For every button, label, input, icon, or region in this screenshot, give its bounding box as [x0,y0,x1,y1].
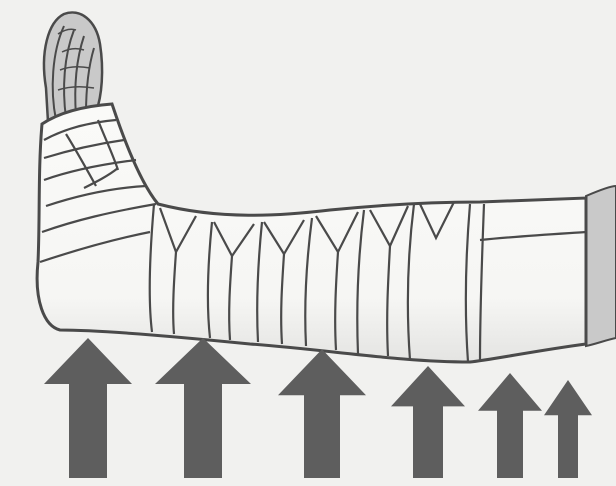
calf-skin [586,186,616,346]
